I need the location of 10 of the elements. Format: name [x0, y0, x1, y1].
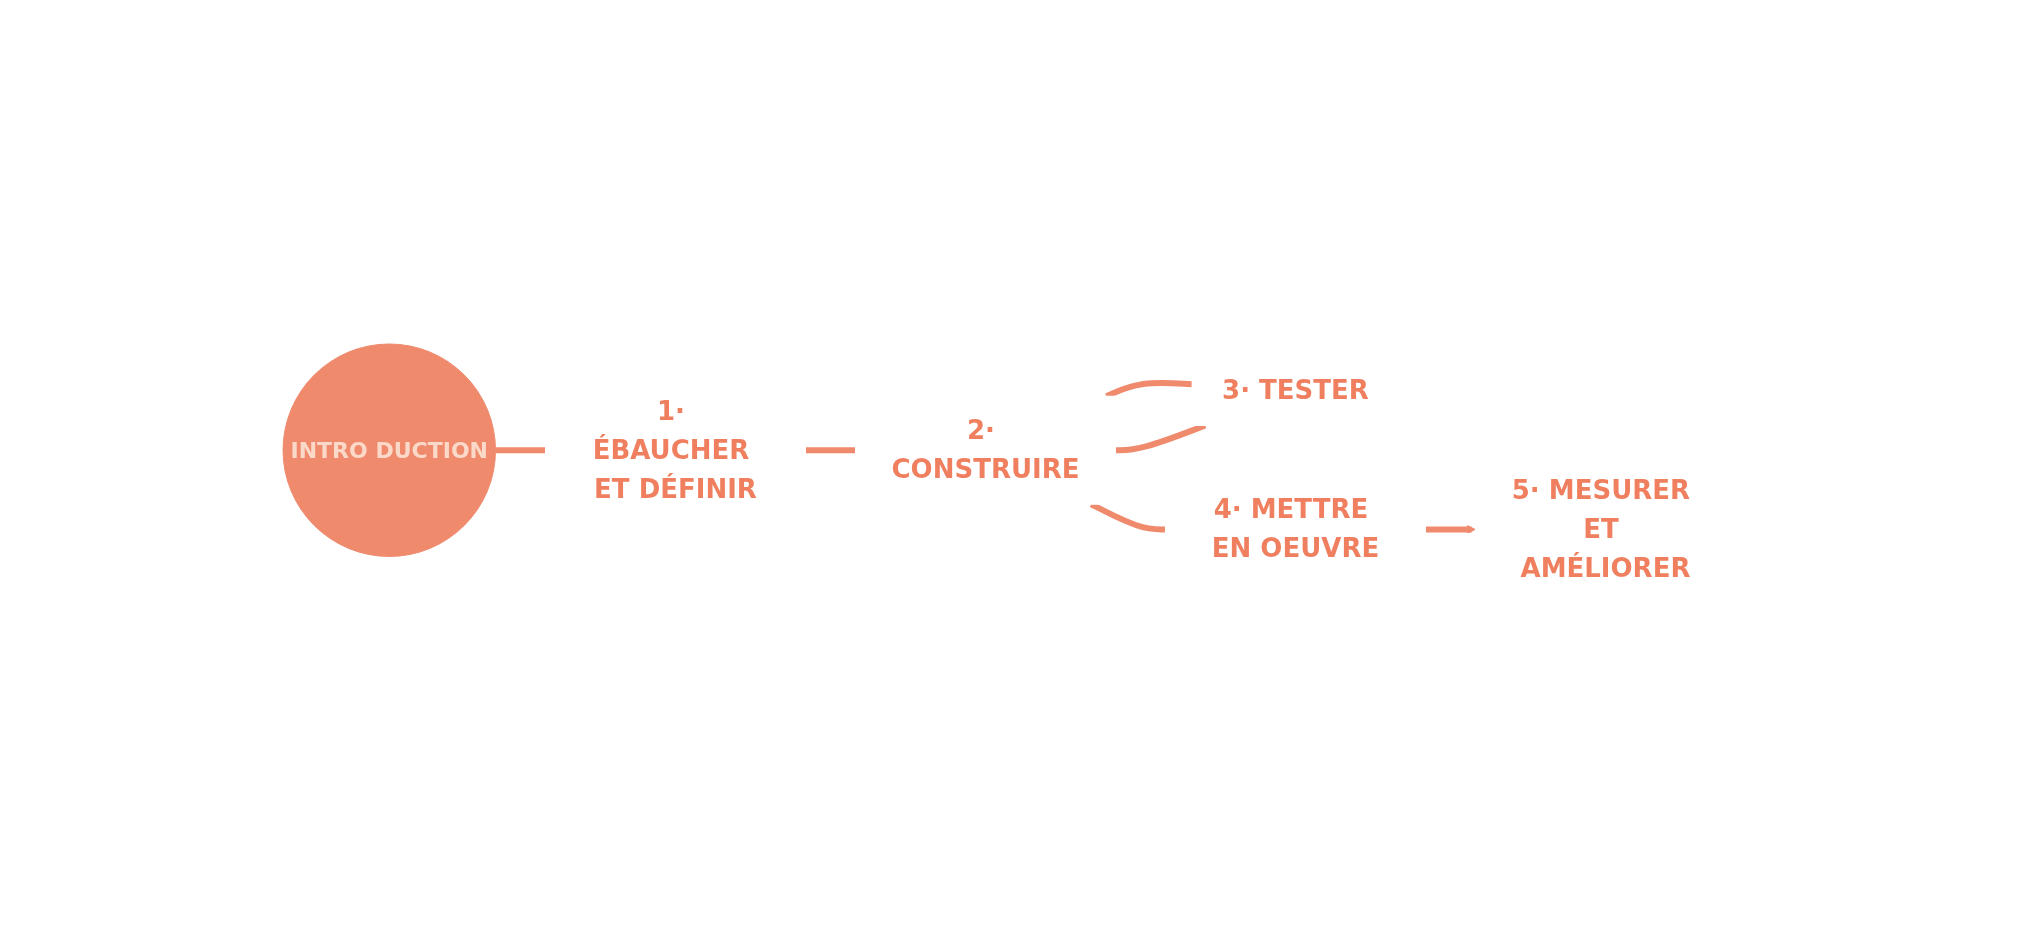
connector: [495, 447, 546, 454]
node-circle: INTRO DUCTION: [282, 343, 496, 557]
node-text: 2· CONSTRUIRE: [891, 415, 1080, 485]
node-text: 3· TESTER: [1221, 375, 1369, 406]
connector: [1104, 379, 1193, 399]
node-text: 1· ÉBAUCHER ET DÉFINIR: [592, 395, 757, 504]
connector: [805, 447, 856, 454]
node-text: 4· METTRE EN OEUVRE: [1211, 494, 1379, 564]
arrow: [1425, 525, 1476, 534]
node-text: 5· MESURER ET AMÉLIORER: [1511, 474, 1691, 583]
